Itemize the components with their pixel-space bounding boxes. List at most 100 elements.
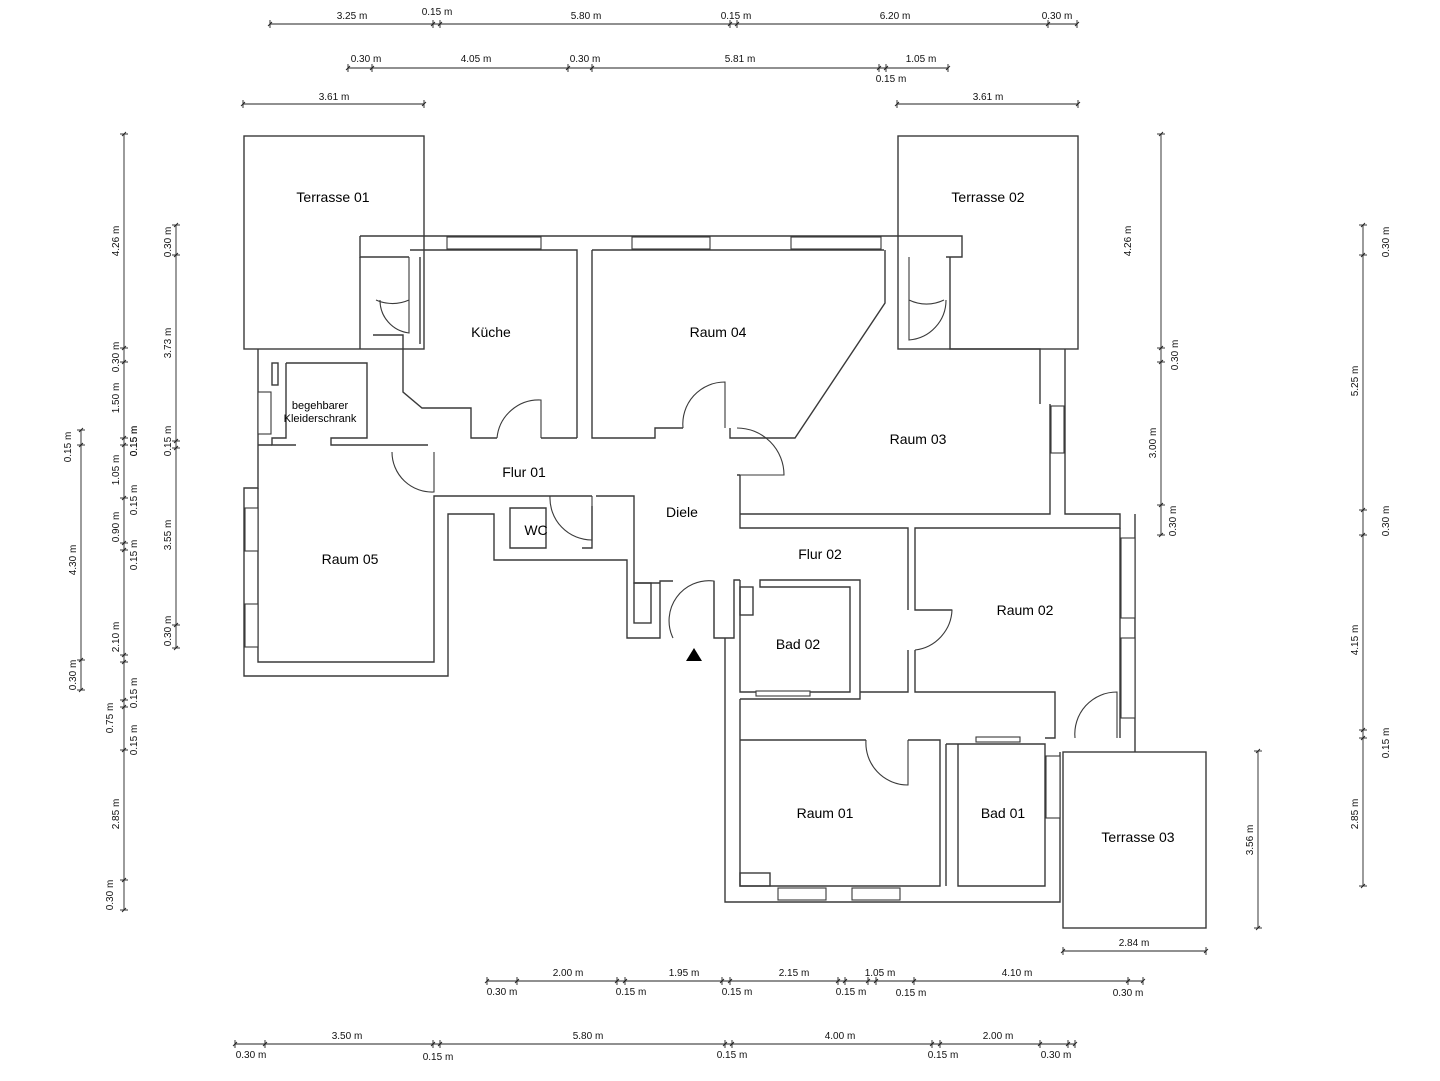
dim-right-inner-2: 3.00 m	[1148, 428, 1159, 459]
dimension-tick-163	[1360, 735, 1366, 741]
door-raum04	[682, 381, 726, 429]
dimension-tick-39	[1203, 948, 1209, 954]
dimension-tick-13	[1074, 21, 1080, 27]
dimension-tick-131	[173, 438, 179, 444]
dimension-tick-47	[622, 978, 628, 984]
dimension-tick-159	[1360, 532, 1366, 538]
dimension-tick-29	[240, 101, 246, 107]
door-raum03	[736, 427, 785, 476]
dimension-tick-119	[121, 704, 127, 710]
dim-top1-5: 0.30 m	[1042, 11, 1073, 22]
dim-top3-0: 3.61 m	[319, 92, 350, 103]
window-raum05-2	[244, 603, 259, 648]
dimension-tick-143	[1158, 359, 1164, 365]
terrace-02-outline	[897, 135, 1079, 350]
dim-left-mid-2: 1.50 m	[111, 383, 122, 414]
closet-niche	[271, 362, 279, 386]
dimension-tick-21	[589, 65, 595, 71]
window-raum02-2	[1120, 637, 1136, 719]
dimension-tick-65	[1140, 978, 1146, 984]
dimension-tick-129	[173, 252, 179, 258]
dim-left-inner-2: 0.15 m	[129, 426, 140, 457]
window-raum03	[1050, 405, 1065, 454]
dim-right-outer-3: 4.15 m	[1350, 625, 1361, 656]
dim-bottom1-3: 1.05 m	[865, 968, 896, 979]
raum01-niche	[739, 872, 771, 887]
dim-top1-0: 3.25 m	[337, 11, 368, 22]
window-kitchen	[446, 236, 542, 250]
dim-bottom2-4: 0.30 m	[236, 1050, 267, 1061]
dimension-tick-139	[1158, 131, 1164, 137]
dim-bottom2-7: 0.15 m	[928, 1050, 959, 1061]
dimension-tick-41	[484, 978, 490, 984]
dimension-tick-91	[78, 442, 84, 448]
dim-left-mid-1: 0.30 m	[111, 342, 122, 373]
dimension-tick-111	[121, 547, 127, 553]
walls	[243, 135, 1207, 929]
dim-bottom1-5: 0.30 m	[487, 987, 518, 998]
raum01-walls	[724, 638, 1061, 903]
dimension-tick-57	[865, 978, 871, 984]
window-raum05-1	[244, 507, 259, 552]
raum03-east-wall	[914, 349, 1121, 611]
dim-top2-4: 0.15 m	[876, 74, 907, 85]
dimension-tick-145	[1158, 502, 1164, 508]
dim-left-outer-0: 0.15 m	[63, 432, 74, 463]
entrance-marker-icon	[686, 648, 702, 661]
label-bad-02: Bad 02	[776, 636, 821, 652]
dimension-tick-133	[173, 445, 179, 451]
dimension-tick-157	[1360, 507, 1366, 513]
dimension-tick-141	[1158, 345, 1164, 351]
wc-walls	[582, 495, 660, 584]
dimension-tick-45	[614, 978, 620, 984]
closet-walls	[271, 362, 428, 446]
dimension-tick-117	[121, 697, 127, 703]
dim-right-outer-1: 5.25 m	[1350, 366, 1361, 397]
dim-top1-2: 5.80 m	[571, 11, 602, 22]
label-closet-line2: Kleiderschrank	[284, 413, 357, 425]
dim-bottom1-0: 2.00 m	[553, 968, 584, 979]
dimension-tick-115	[121, 659, 127, 665]
dim-left-mid-0: 4.26 m	[111, 226, 122, 257]
dim-left-mid-5: 0.90 m	[111, 512, 122, 543]
dimension-tick-95	[78, 687, 84, 693]
dim-left-inner-5: 0.15 m	[129, 540, 140, 571]
dim-bottom2-0: 3.50 m	[332, 1031, 363, 1042]
dimension-tick-161	[1360, 727, 1366, 733]
dimension-tick-149	[1255, 748, 1261, 754]
label-raum-01: Raum 01	[797, 805, 854, 821]
dim-left-mid-4: 1.05 m	[111, 455, 122, 486]
label-terrasse-01: Terrasse 01	[296, 189, 369, 205]
door-kitchen	[496, 399, 542, 439]
dim-bottom2-8: 0.30 m	[1041, 1050, 1072, 1061]
dimension-tick-27	[945, 65, 951, 71]
dim-left-outer-1: 4.30 m	[68, 545, 79, 576]
dim-bottom2-1: 5.80 m	[573, 1031, 604, 1042]
dim-bottom1-1: 1.95 m	[669, 968, 700, 979]
dimension-tick-55	[842, 978, 848, 984]
label-closet-line1: begehbarer	[292, 400, 349, 412]
terrace-01-outline	[243, 135, 425, 350]
dim-left-mid-12: 0.30 m	[105, 880, 116, 911]
dimension-tick-127	[173, 222, 179, 228]
door-terrace01-left	[375, 257, 410, 305]
door-raum02	[914, 609, 953, 651]
dim-top1-3: 0.15 m	[721, 11, 752, 22]
dim-left-mid-6: 0.15 m	[129, 485, 140, 516]
dimension-lines	[80, 23, 1364, 1045]
dim-top2-2: 0.30 m	[570, 54, 601, 65]
door-wc	[549, 495, 593, 541]
dimension-tick-51	[727, 978, 733, 984]
dimension-tick-107	[121, 495, 127, 501]
dimension-tick-85	[1065, 1041, 1071, 1047]
dimension-tick-93	[78, 657, 84, 663]
dimension-tick-135	[173, 622, 179, 628]
kitchen-west-wall	[359, 257, 421, 349]
dim-right-inner-3: 0.30 m	[1168, 506, 1179, 537]
kitchen-interior-wall	[373, 334, 577, 439]
dimension-tick-37	[1060, 948, 1066, 954]
dimension-tick-59	[873, 978, 879, 984]
dimension-tick-3	[430, 21, 436, 27]
sliding-door-bad01	[975, 736, 1021, 743]
